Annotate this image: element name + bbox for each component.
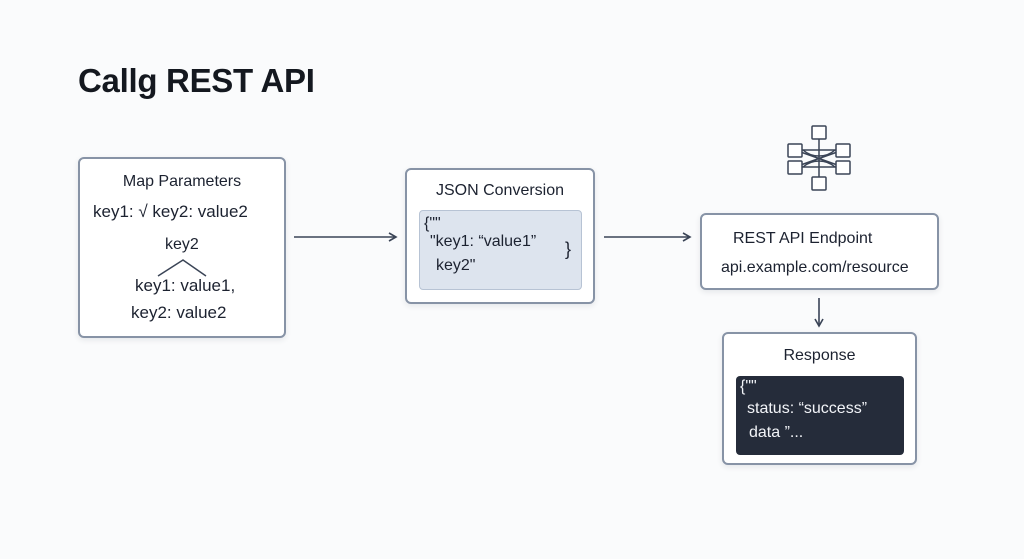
- tree-line-key1: key1: value1,: [135, 276, 236, 295]
- json-code-block: {"" "key1: “value1” key2" }: [419, 210, 582, 290]
- endpoint-title: REST API Endpoint: [733, 230, 873, 247]
- response-code-block: {"" status: “success” data ”...: [736, 376, 904, 455]
- json-conversion-title: JSON Conversion: [435, 182, 565, 199]
- tree-line-key2: key2: value2: [131, 303, 227, 322]
- map-parameters-title: Map Parameters: [122, 173, 242, 190]
- response-title: Response: [783, 347, 856, 364]
- page-title: Callg REST API: [78, 62, 315, 99]
- map-parameters-line: key1: √ key2: value2: [93, 202, 248, 221]
- rest-api-endpoint-box: REST API Endpoint api.example.com/resour…: [700, 213, 939, 290]
- json-close-brace: }: [565, 239, 572, 259]
- json-open-brace: {"": [424, 215, 441, 232]
- response-open-brace: {"": [740, 378, 757, 395]
- json-conversion-box: JSON Conversion {"" "key1: “value1” key2…: [405, 168, 595, 304]
- json-line-key2: key2": [436, 257, 476, 274]
- response-line-data: data ”...: [749, 424, 804, 441]
- tree-root-label: key2: [165, 236, 199, 253]
- endpoint-url: api.example.com/resource: [721, 259, 909, 276]
- json-line-key1: "key1: “value1”: [430, 233, 537, 250]
- response-box: Response {"" status: “success” data ”...: [722, 332, 917, 465]
- response-line-status: status: “success”: [747, 400, 868, 417]
- map-parameters-box: Map Parameters key1: √ key2: value2 key2…: [78, 157, 286, 338]
